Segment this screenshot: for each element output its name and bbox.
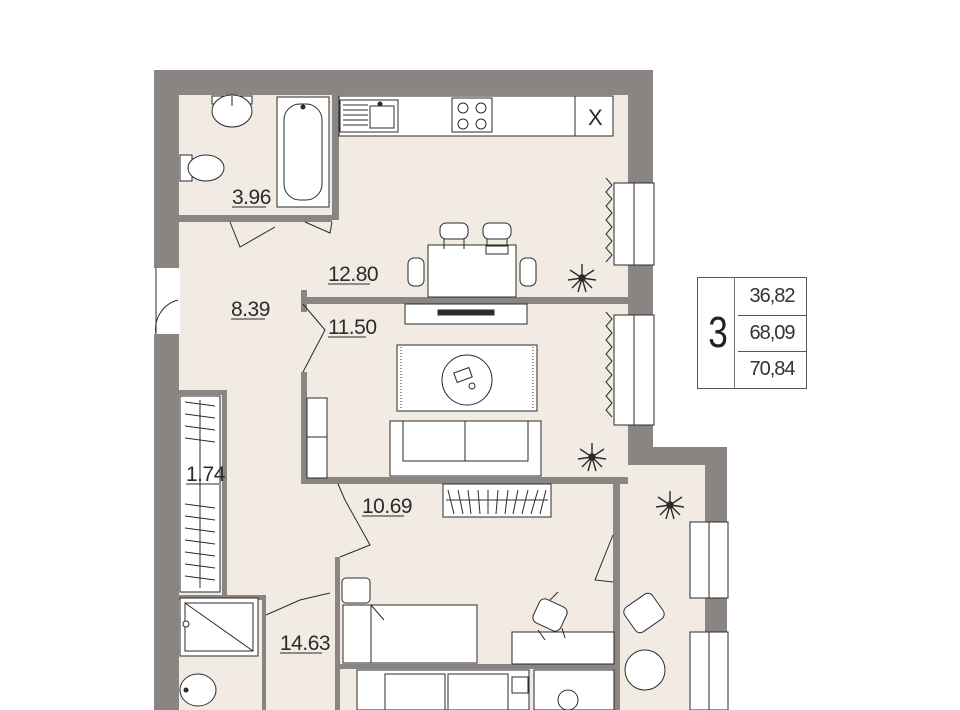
tv-unit: [404, 303, 528, 325]
room-area-corridor: 14.63: [280, 632, 330, 655]
sofa-icon: [389, 420, 542, 477]
door-swings: [229, 221, 614, 616]
sink-icon: [339, 99, 399, 133]
desk-chair-icon: [532, 591, 568, 641]
toilet-icon: [179, 154, 225, 182]
lower-furniture: [356, 669, 615, 710]
side-cabinet: [306, 397, 328, 479]
room-area-bedroom: 10.69: [362, 495, 412, 518]
chair-icon: [439, 222, 469, 249]
kitchen-counter: [338, 95, 614, 137]
living-area-value: 36,82: [749, 284, 795, 307]
dining-set: [407, 222, 537, 298]
armchair-icon: [623, 592, 666, 691]
sink-icon: [211, 94, 253, 128]
bed-icon: [342, 604, 478, 664]
rug: [396, 344, 538, 412]
vent-mark: X: [588, 105, 603, 130]
bedroom-window-2: [689, 631, 729, 710]
living-window: [613, 314, 655, 426]
chair-icon: [482, 222, 512, 249]
plant-icon: [577, 443, 607, 472]
interior-walls: [179, 95, 628, 710]
bathtub-icon: [276, 96, 330, 208]
room-area-living: 11.50: [328, 316, 377, 339]
bedroom-window-1: [689, 521, 729, 599]
bathroom-fixtures: [179, 94, 330, 208]
room-area-kitchen: 12.80: [328, 263, 378, 286]
shower-icon: [179, 597, 259, 707]
apartment-summary: 3 36,82 68,09 70,84: [697, 277, 807, 389]
plant-icon: [567, 264, 597, 293]
total-area-value: 68,09: [738, 314, 806, 352]
windows: [613, 182, 729, 710]
kitchen-window: [613, 182, 655, 266]
wardrobe-icon: [179, 395, 221, 593]
wardrobe-icon: [442, 483, 552, 518]
entrance-door[interactable]: [150, 268, 180, 335]
chair-icon: [407, 257, 425, 287]
desk: [511, 631, 615, 665]
room-area-closet: 1.74: [186, 463, 226, 486]
chair-icon: [519, 257, 537, 287]
nightstand: [341, 577, 371, 604]
room-count: 3: [702, 278, 735, 388]
total-area-with-balcony-value: 70,84: [738, 351, 806, 388]
room-labels: 3.96 12.80 8.39 11.50 1.74 10.69 14.63: [186, 186, 413, 655]
plant-icon: [655, 491, 685, 520]
room-area-hall: 8.39: [231, 298, 270, 321]
curtains: [605, 177, 613, 418]
bedroom-furniture: [341, 483, 615, 665]
stove-icon: [451, 97, 493, 133]
area-list: 36,82 68,09 70,84: [738, 278, 806, 388]
coffee-table: [441, 354, 493, 406]
room-area-bathroom: 3.96: [232, 186, 271, 209]
